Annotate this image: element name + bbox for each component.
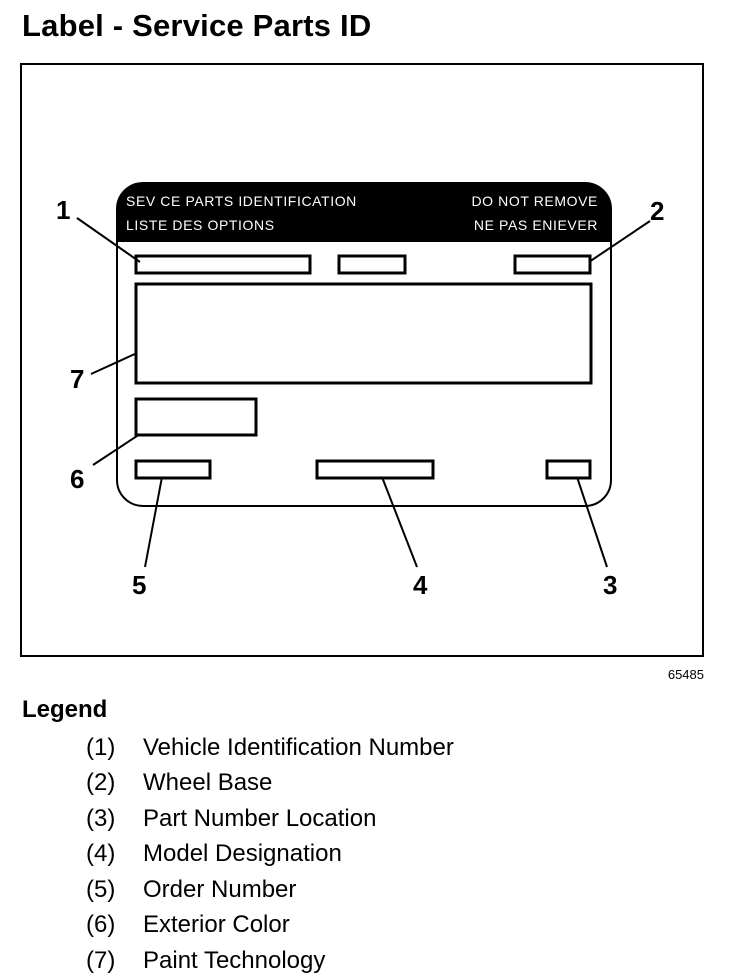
figure-frame [20, 63, 704, 657]
callout-6: 6 [70, 464, 84, 494]
legend-item: (1) Vehicle Identification Number [86, 730, 454, 766]
callout-5: 5 [132, 570, 146, 600]
legend-item: (7) Paint Technology [86, 943, 454, 979]
page-title: Label - Service Parts ID [22, 8, 372, 43]
legend-item-number: (4) [86, 840, 116, 868]
leader-line-4 [381, 476, 418, 568]
label-header-right-line1: DO NOT REMOVE [471, 193, 598, 209]
figure-id: 65485 [667, 667, 704, 682]
legend-list: (1) Vehicle Identification Number (2) Wh… [86, 730, 454, 979]
legend-item: (5) Order Number [86, 872, 454, 908]
callout-1: 1 [56, 195, 70, 225]
legend-item-text: Model Designation [143, 840, 342, 868]
field-order-number [134, 459, 212, 480]
legend-item-number: (2) [86, 769, 116, 797]
callout-2: 2 [650, 196, 664, 226]
label-header-left-line2: LISTE DES OPTIONS [126, 217, 275, 233]
callout-4: 4 [413, 570, 428, 600]
legend-item-number: (3) [86, 804, 116, 832]
legend-item-number: (6) [86, 911, 116, 939]
legend-item: (3) Part Number Location [86, 801, 454, 837]
legend-title: Legend [22, 696, 108, 723]
field-vehicle-identification-number [134, 254, 312, 275]
legend-item-text: Wheel Base [143, 769, 273, 797]
field-wheel-base [513, 254, 592, 275]
field-exterior-color [134, 397, 258, 437]
field-model-designation [315, 459, 435, 480]
legend-item-text: Paint Technology [143, 946, 326, 974]
callout-7: 7 [70, 364, 84, 394]
legend-item-text: Order Number [143, 875, 297, 903]
leader-line-6 [92, 433, 141, 466]
leader-line-5 [144, 476, 163, 568]
leader-line-2 [588, 220, 651, 263]
field-middle-top [337, 254, 407, 275]
callout-3: 3 [603, 570, 617, 600]
legend-item-text: Part Number Location [143, 804, 377, 832]
label-header-band [117, 183, 611, 242]
legend-item: (6) Exterior Color [86, 908, 454, 944]
leader-line-1 [76, 217, 141, 263]
label-header-right-line2: NE PAS ENIEVER [474, 217, 598, 233]
field-part-number-location [545, 459, 592, 480]
legend-item-number: (5) [86, 875, 116, 903]
leader-line-3 [576, 476, 608, 568]
legend-item-text: Vehicle Identification Number [143, 733, 454, 761]
label-header-left-line1: SEV CE PARTS IDENTIFICATION [126, 193, 357, 209]
field-paint-technology [134, 282, 593, 385]
leader-line-7 [90, 352, 138, 375]
legend-item-number: (7) [86, 946, 116, 974]
label-outline [116, 182, 612, 507]
legend-item-text: Exterior Color [143, 911, 290, 939]
legend-item: (2) Wheel Base [86, 766, 454, 802]
legend-item-number: (1) [86, 733, 116, 761]
legend-item: (4) Model Designation [86, 837, 454, 873]
